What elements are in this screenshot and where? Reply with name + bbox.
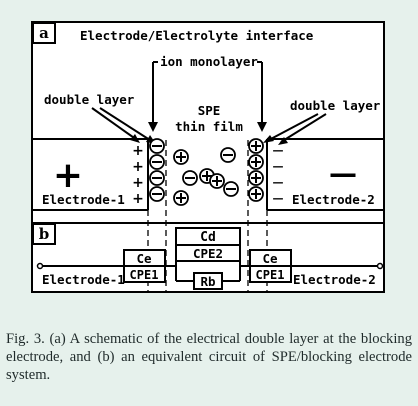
panel-b-label-box — [32, 223, 56, 245]
cation-icon — [248, 154, 264, 170]
anion-icon — [182, 170, 198, 186]
cation-icon — [248, 186, 264, 202]
cation-icon — [173, 149, 189, 165]
double-layer-left-arrow-1 — [91, 107, 138, 141]
double-layer-right-arrow-2 — [280, 113, 327, 143]
terminal-left — [36, 262, 44, 270]
surface-charge-right: — — [273, 144, 284, 157]
panel-a-label-box — [32, 22, 56, 44]
rb-element — [193, 272, 223, 290]
surface-charge-left: + — [132, 159, 144, 175]
cation-icon — [248, 170, 264, 186]
cpe1-right-label: CPE1 — [256, 268, 285, 282]
monolayer-arrow-right — [257, 122, 267, 132]
double-layer-right-arrowhead-2 — [278, 137, 288, 145]
circuit-electrode-2-label: Electrode-2 — [293, 272, 376, 287]
ce-right-label: Ce — [262, 251, 278, 266]
circuit-electrode-1-label: Electrode-1 — [42, 272, 125, 287]
figure-caption: Fig. 3. (a) A schematic of the electrica… — [6, 331, 412, 383]
figure-schematic: a Electrode/Electrolyte interface ion mo… — [31, 21, 385, 293]
double-layer-left-arrow-2 — [99, 107, 154, 143]
ce-left-label: Ce — [136, 251, 152, 266]
electrode-1-polarity: + — [53, 155, 83, 196]
spe-label: SPE — [198, 103, 221, 118]
surface-charge-right: — — [273, 160, 284, 173]
cation-icon — [173, 190, 189, 206]
anion-icon — [149, 186, 165, 202]
double-layer-right-label: double layer — [290, 98, 381, 113]
rb-label: Rb — [200, 274, 215, 289]
cd-label: Cd — [200, 230, 216, 245]
surface-charge-right: — — [273, 192, 284, 205]
anion-icon — [149, 138, 165, 154]
ion-monolayer-label: ion monolayer — [160, 54, 258, 69]
double-layer-left-label: double layer — [44, 92, 135, 107]
surface-charge-left: + — [132, 175, 144, 191]
surface-charge-left: + — [132, 191, 144, 207]
monolayer-arrow-left — [148, 122, 158, 132]
electrode-2-label: Electrode-2 — [292, 192, 375, 207]
cpe2-label: CPE2 — [193, 246, 223, 261]
cpe1-left-label: CPE1 — [130, 268, 159, 282]
electrode-1-label: Electrode-1 — [42, 192, 125, 207]
thin-film-label: thin film — [175, 119, 243, 134]
cation-icon — [209, 173, 225, 189]
terminal-right — [376, 262, 384, 270]
panel-b-label: b — [39, 225, 50, 243]
anion-icon — [223, 181, 239, 197]
panel-a-label: a — [39, 24, 49, 42]
anion-icon — [149, 170, 165, 186]
cation-icon — [248, 138, 264, 154]
anion-icon — [149, 154, 165, 170]
surface-charge-left: + — [132, 143, 144, 159]
electrode-2-polarity: — — [329, 157, 357, 190]
anion-icon — [220, 147, 236, 163]
surface-charge-right: — — [273, 176, 284, 189]
panel-a-title: Electrode/Electrolyte interface — [80, 28, 314, 43]
double-layer-right-arrow-1 — [266, 113, 319, 142]
